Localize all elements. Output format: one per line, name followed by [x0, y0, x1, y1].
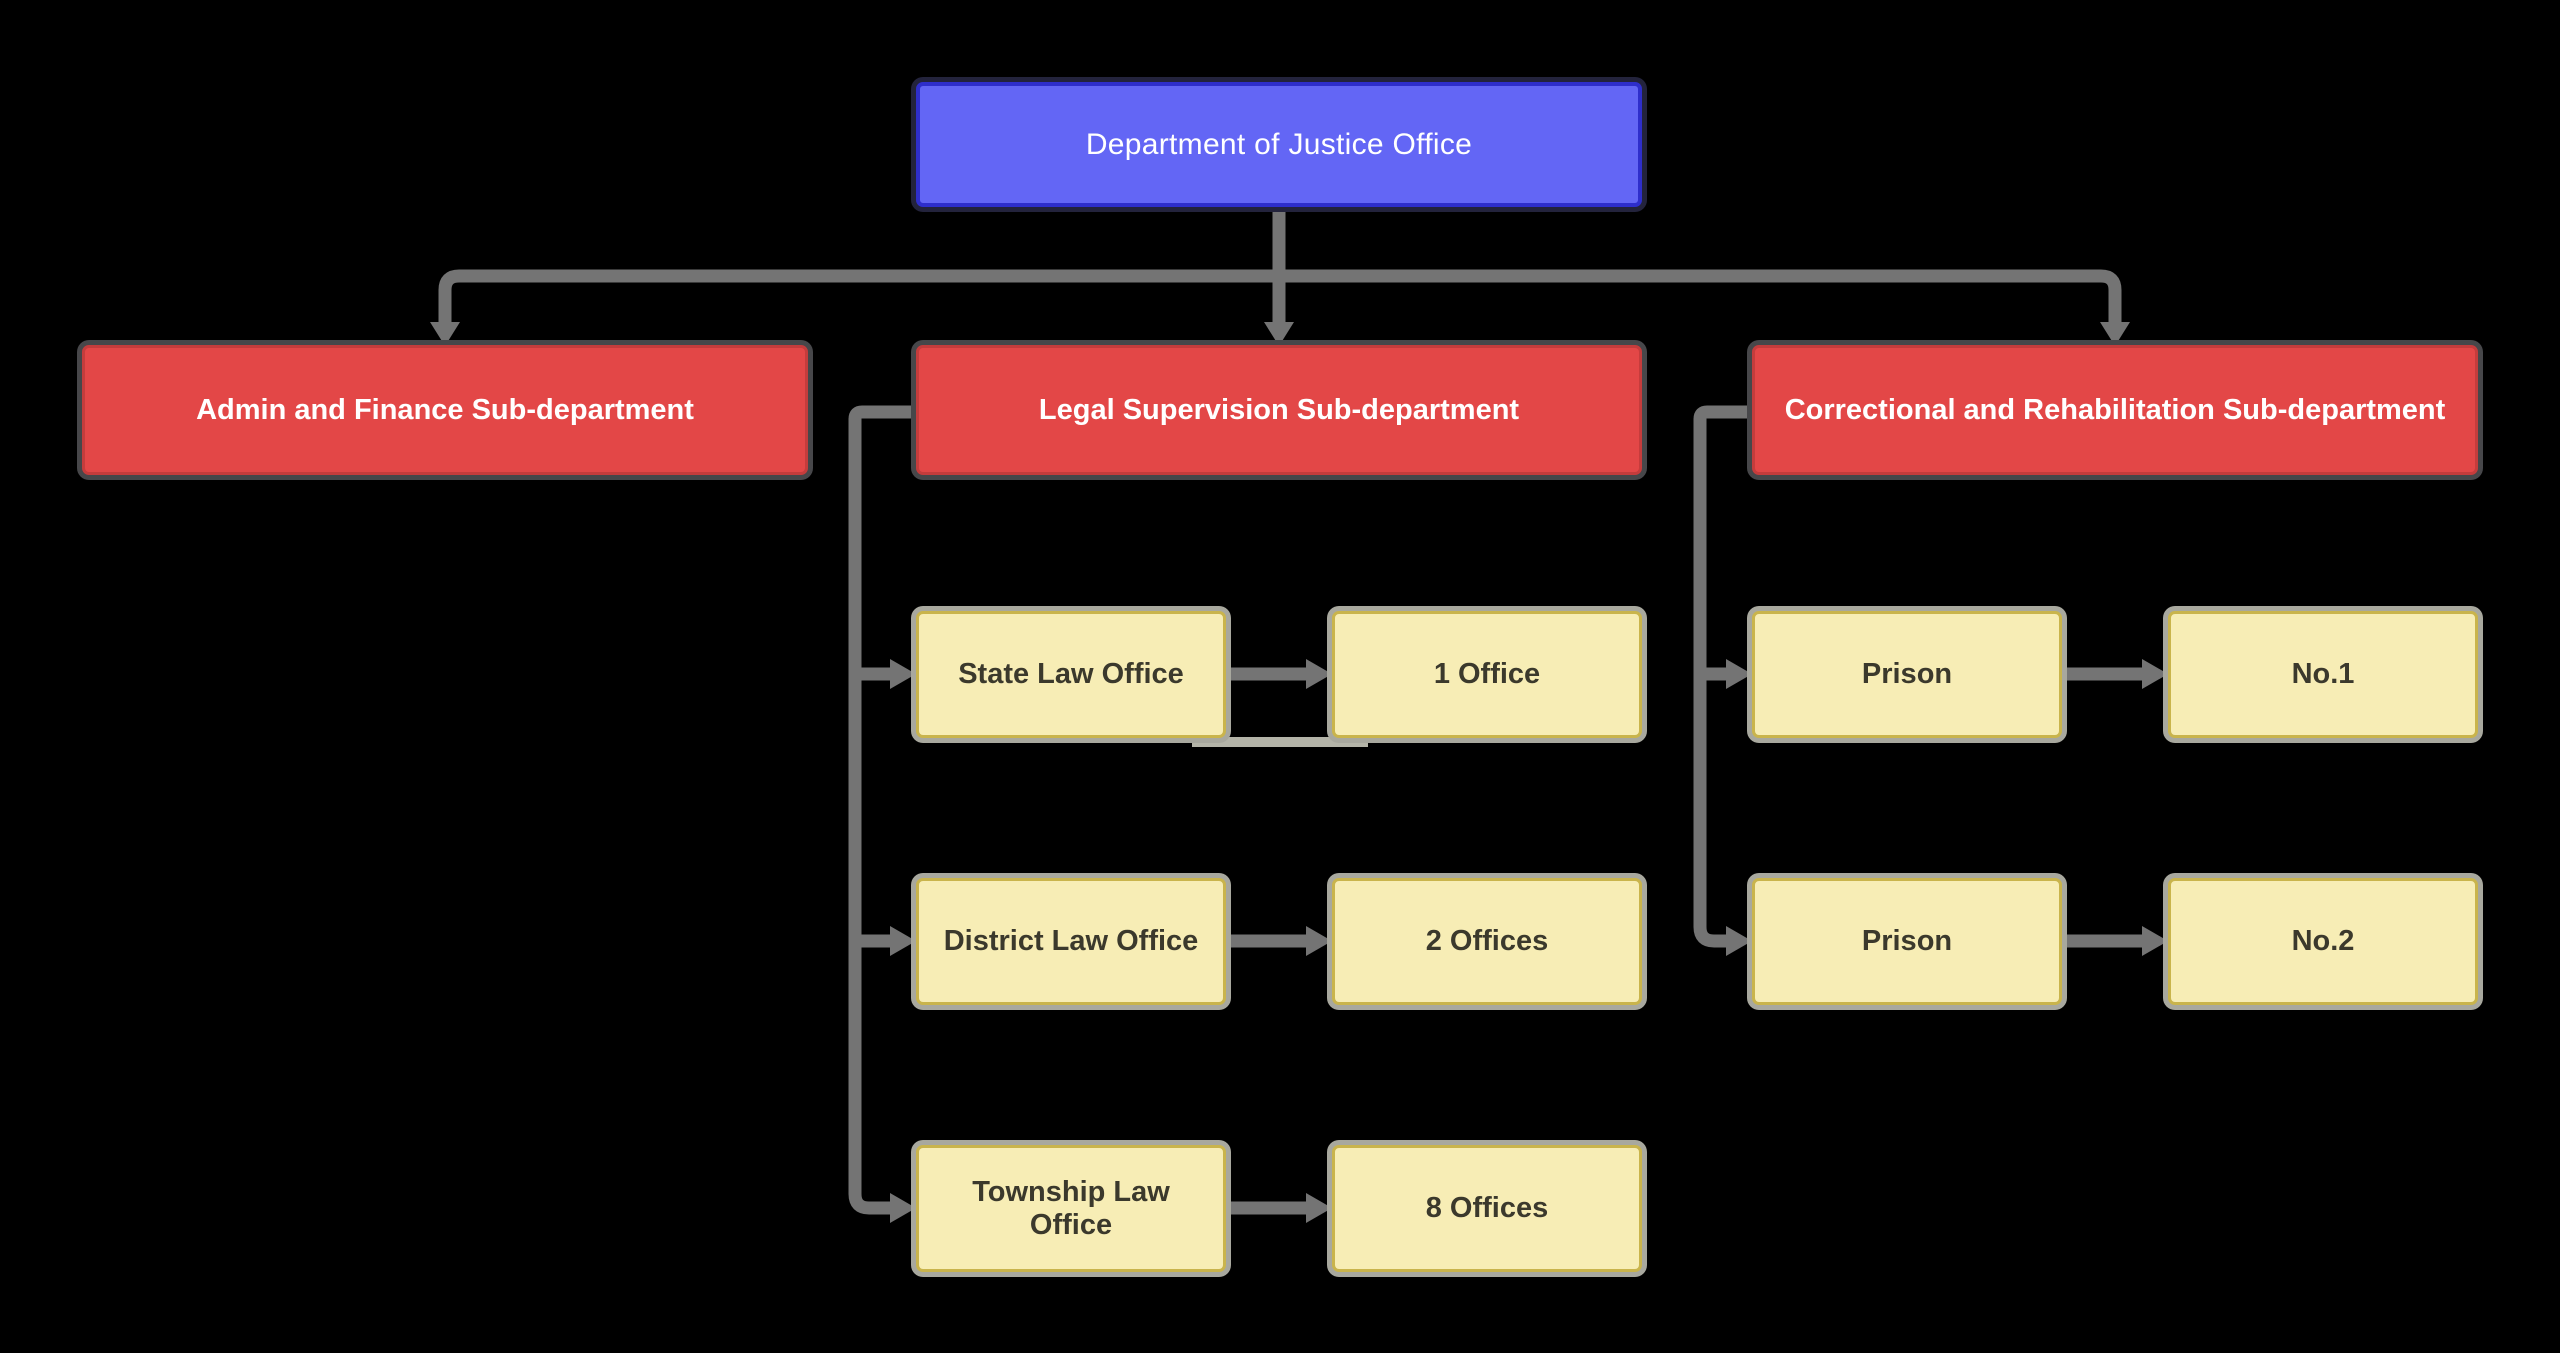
node-district-law-office-count[interactable]: 2 Offices	[1332, 878, 1642, 1005]
node-label: Department of Justice Office	[1085, 127, 1473, 161]
node-department-of-justice-office[interactable]: Department of Justice Office	[916, 82, 1642, 207]
node-label: No.1	[2291, 658, 2355, 690]
node-township-law-office[interactable]: Township Law Office	[916, 1145, 1226, 1272]
node-state-law-office-count[interactable]: 1 Office	[1332, 611, 1642, 738]
node-label: Prison	[1861, 658, 1953, 690]
node-district-law-office[interactable]: District Law Office	[916, 878, 1226, 1005]
node-state-law-office[interactable]: State Law Office	[916, 611, 1226, 738]
node-label: No.2	[2291, 925, 2355, 957]
node-label: Admin and Finance Sub-department	[196, 393, 694, 426]
arrowheads	[430, 322, 2168, 1223]
node-label: Legal Supervision Sub-department	[1038, 393, 1520, 426]
node-prison-1-number[interactable]: No.1	[2168, 611, 2478, 738]
node-label: Prison	[1861, 925, 1953, 957]
node-label: Correctional and Rehabilitation Sub-depa…	[1784, 393, 2446, 426]
node-legal-supervision-subdepartment[interactable]: Legal Supervision Sub-department	[916, 345, 1642, 475]
node-label: 1 Office	[1433, 658, 1541, 690]
node-prison-1[interactable]: Prison	[1752, 611, 2062, 738]
node-label: 8 Offices	[1425, 1192, 1549, 1224]
node-admin-finance-subdepartment[interactable]: Admin and Finance Sub-department	[82, 345, 808, 475]
node-label: District Law Office	[943, 925, 1199, 957]
edge-distribution-bar	[438, 269, 2122, 324]
node-label: State Law Office	[958, 658, 1184, 690]
node-correctional-rehabilitation-subdepartment[interactable]: Correctional and Rehabilitation Sub-depa…	[1752, 345, 2478, 475]
node-label: Township Law Office	[972, 1175, 1170, 1241]
edge-legal-trunk	[848, 405, 916, 1215]
node-prison-2-number[interactable]: No.2	[2168, 878, 2478, 1005]
node-label: 2 Offices	[1425, 925, 1549, 957]
node-township-law-office-count[interactable]: 8 Offices	[1332, 1145, 1642, 1272]
node-prison-2[interactable]: Prison	[1752, 878, 2062, 1005]
